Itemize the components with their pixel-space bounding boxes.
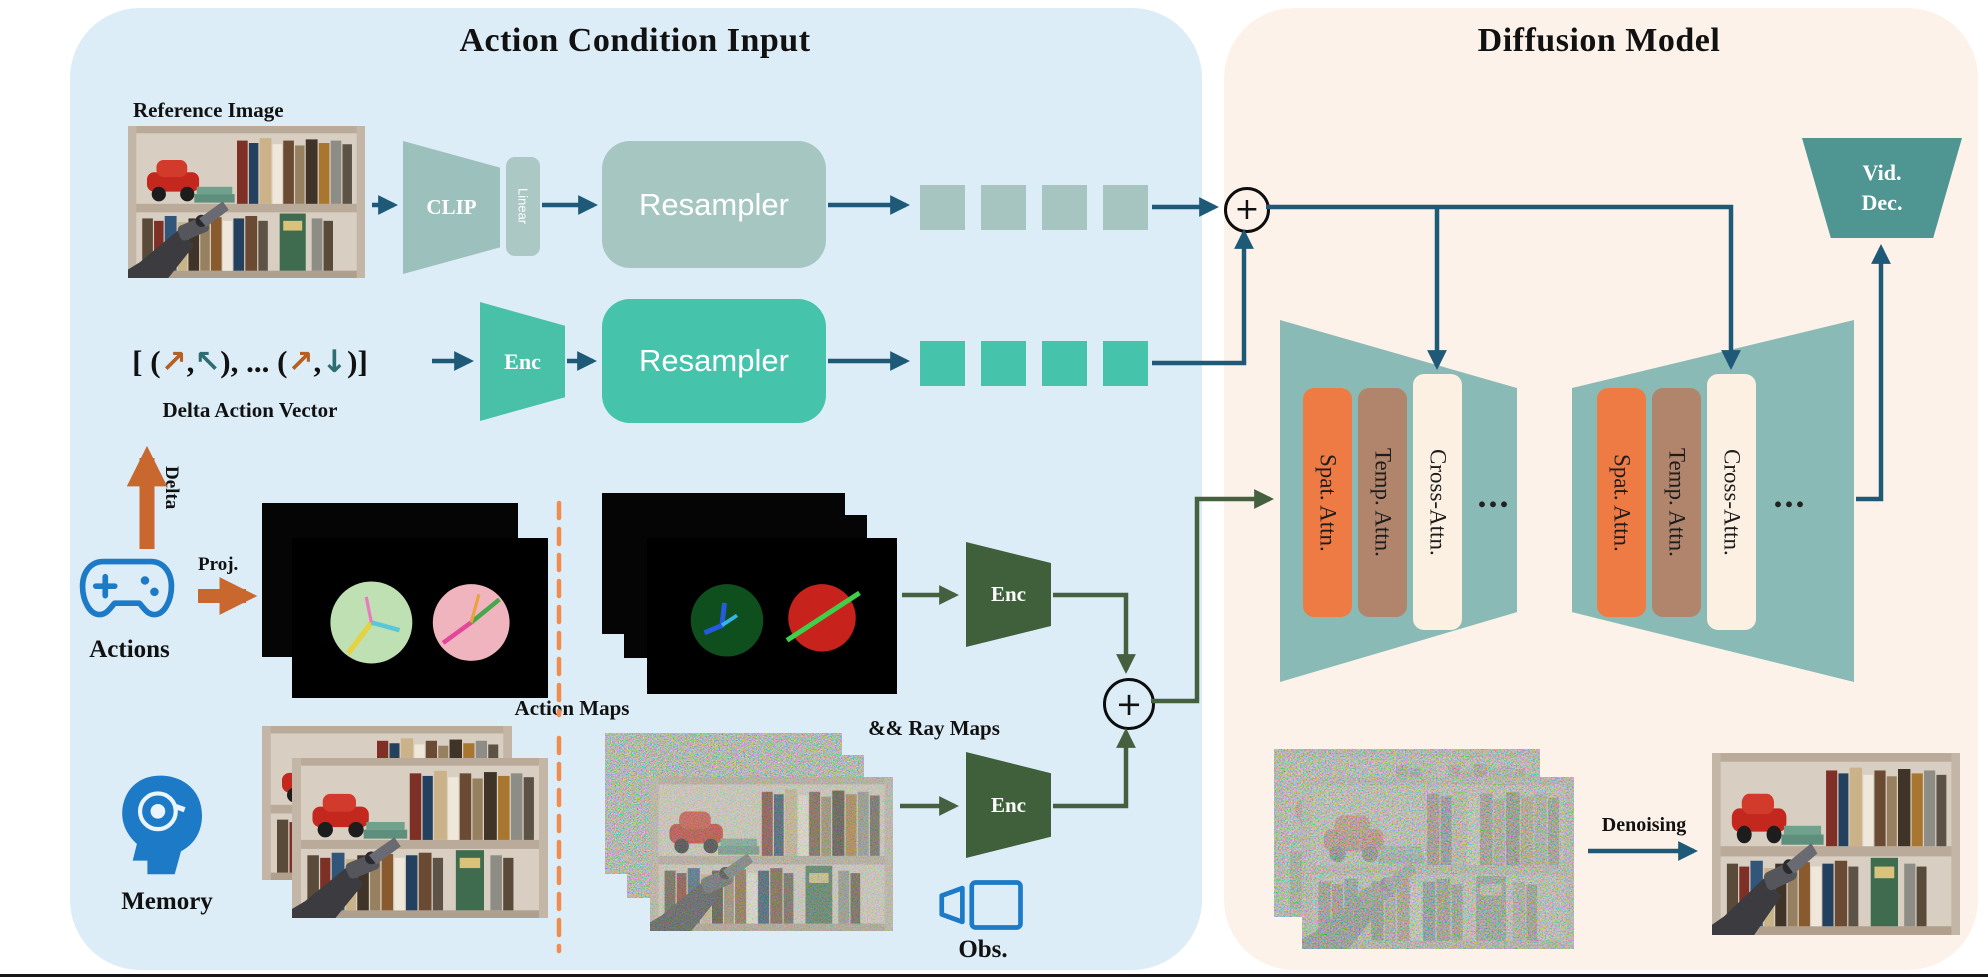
delta-action-vector-expression: [ (↗,↖), ... (↗,↓)] [64, 336, 436, 388]
unet-ellipsis-1: ... [1477, 475, 1511, 515]
dav-arrow-4: ↓ [321, 344, 348, 380]
plus-sign: + [1115, 685, 1143, 723]
denoising-label: Denoising [1601, 814, 1687, 836]
plus-sign: + [1234, 192, 1260, 227]
camera-obs-icon [939, 880, 1023, 930]
right-panel-title: Diffusion Model [1477, 22, 1721, 59]
reference-image-label: Reference Image [133, 98, 284, 122]
feature-token [1103, 185, 1148, 230]
linear-label: Linear [515, 188, 531, 225]
gamepad-icon [79, 558, 175, 618]
actions-label: Actions [89, 636, 170, 663]
bottom-rule [0, 974, 1988, 977]
left-panel-title: Action Condition Input [459, 22, 811, 59]
dav-arrow-1: ↗ [160, 344, 187, 380]
cross-attn-label: Cross-Attn. [1719, 448, 1745, 556]
temp-attn-label: Temp. Attn. [1664, 448, 1690, 557]
obs-label: Obs. [958, 936, 1008, 963]
cross-attention-block-1: Cross-Attn. [1413, 374, 1462, 630]
add-operator-top: + [1224, 187, 1270, 233]
dav-comma-2: , [313, 344, 322, 379]
feature-token [1042, 341, 1087, 386]
dav-arrow-3: ↗ [287, 344, 314, 380]
spat-attn-label: Spat. Attn. [1315, 453, 1341, 552]
reference-image [128, 126, 365, 278]
feature-token [981, 185, 1026, 230]
action-map-frame-front [292, 538, 548, 698]
delta-action-vector-label: Delta Action Vector [162, 398, 338, 422]
vid-dec-line1: Vid. [1862, 160, 1902, 186]
feature-token [1042, 185, 1087, 230]
dav-open: [ ( [132, 344, 161, 379]
action-maps-label: Action Maps [514, 696, 630, 720]
ray-map-frame-front [647, 538, 897, 694]
feature-token [1103, 341, 1148, 386]
dav-comma-1: , [186, 344, 195, 379]
memory-photo-front [292, 758, 548, 918]
linear-block: Linear [506, 157, 540, 256]
cross-attention-block-2: Cross-Attn. [1707, 374, 1756, 630]
clip-encoder-block: CLIP [403, 141, 500, 274]
ray-maps-label: && Ray Maps [868, 716, 1000, 740]
denoised-output-image [1712, 753, 1960, 935]
resampler-image-block: Resampler [602, 141, 826, 268]
temporal-attention-block-2: Temp. Attn. [1652, 388, 1701, 617]
proj-label: Proj. [198, 554, 239, 575]
unet-ellipsis-2: ... [1773, 475, 1807, 515]
memory-head-icon [122, 775, 202, 875]
dav-arrow-2: ↖ [194, 344, 221, 380]
vid-dec-line2: Dec. [1861, 190, 1903, 215]
clip-label: CLIP [426, 195, 477, 219]
noisy-observation-front [650, 777, 893, 931]
resampler-image-label: Resampler [639, 186, 789, 222]
dav-mid: ), ... ( [220, 344, 288, 379]
feature-token [920, 185, 965, 230]
noisy-encoder-block: Enc [966, 752, 1051, 858]
video-decoder-block: Vid. Dec. [1802, 138, 1962, 238]
add-operator-mid: + [1103, 678, 1155, 730]
memory-label: Memory [121, 888, 213, 915]
temp-attn-label: Temp. Attn. [1370, 448, 1396, 557]
enc-noisy-label: Enc [990, 792, 1026, 817]
delta-label: Delta [161, 466, 182, 510]
spat-attn-label: Spat. Attn. [1609, 453, 1635, 552]
spatial-attention-block-2: Spat. Attn. [1597, 388, 1646, 617]
enc-maps-label: Enc [990, 582, 1026, 606]
feature-token [920, 341, 965, 386]
dav-close: )] [347, 344, 368, 379]
feature-token [981, 341, 1026, 386]
cross-attn-label: Cross-Attn. [1425, 448, 1451, 556]
temporal-attention-block-1: Temp. Attn. [1358, 388, 1407, 617]
spatial-attention-block-1: Spat. Attn. [1303, 388, 1352, 617]
resampler-action-label: Resampler [639, 343, 789, 378]
enc-action-label: Enc [504, 348, 541, 374]
noisy-latent-front [1302, 777, 1574, 949]
action-encoder-block: Enc [480, 302, 565, 421]
resampler-action-block: Resampler [602, 299, 826, 423]
